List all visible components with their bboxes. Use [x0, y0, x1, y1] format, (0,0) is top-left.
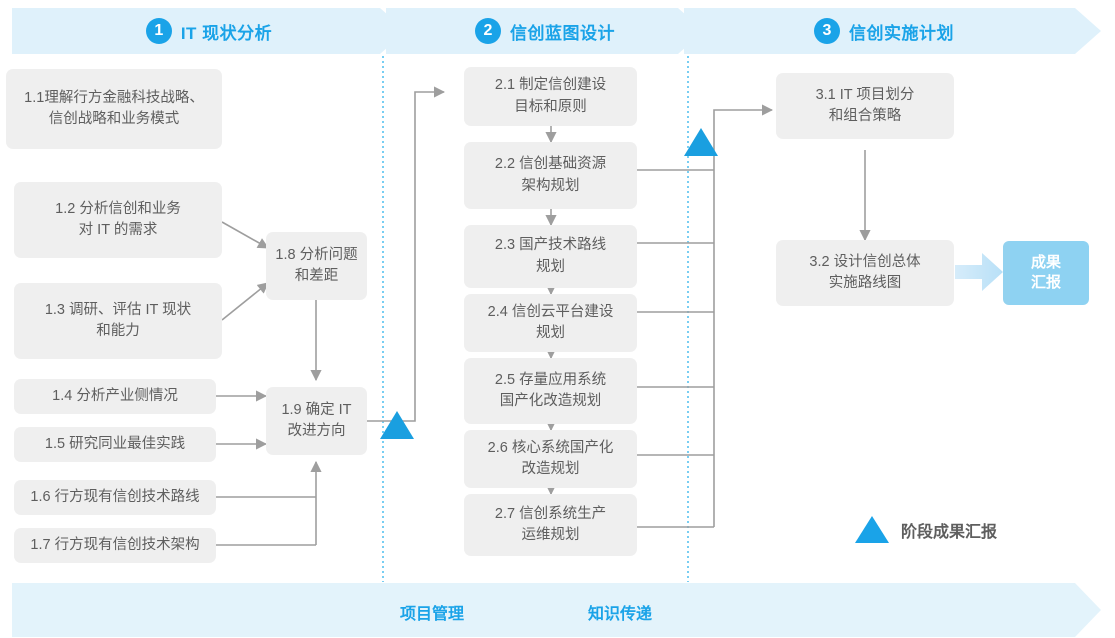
bottom-label-project-management[interactable]: 项目管理	[400, 606, 465, 623]
phase2-to-phase3-bus	[637, 104, 774, 528]
node-3-2[interactable]: 3.2 设计信创总体实施路线图	[776, 240, 954, 306]
node-2-3[interactable]: 2.3 国产技术路线规划	[464, 225, 637, 288]
bottom-band-shape	[12, 583, 1101, 637]
node-2-2[interactable]: 2.2 信创基础资源架构规划	[464, 142, 637, 209]
node-1-3[interactable]: 1.3 调研、评估 IT 现状和能力	[14, 283, 222, 359]
node-1-6[interactable]: 1.6 行方现有信创技术路线	[14, 480, 216, 515]
phase-title-3: 信创实施计划	[849, 23, 954, 43]
node-3-1[interactable]: 3.1 IT 项目划分和组合策略	[776, 73, 954, 139]
phase-header-3[interactable]: 3 信创实施计划	[684, 8, 1084, 54]
result-report-box[interactable]: 成果汇报	[1003, 241, 1089, 305]
node-1-8[interactable]: 1.8 分析问题和差距	[266, 232, 367, 300]
phase-band-shapes	[12, 8, 1101, 54]
phase1-connectors	[216, 86, 446, 546]
node-1-4[interactable]: 1.4 分析产业侧情况	[14, 379, 216, 414]
node-1-5[interactable]: 1.5 研究同业最佳实践	[14, 427, 216, 462]
phase-header-1[interactable]: 1 IT 现状分析	[12, 8, 406, 54]
phase-number-3: 3	[814, 18, 840, 44]
node-2-6[interactable]: 2.6 核心系统国产化改造规划	[464, 430, 637, 488]
result-arrow-icon	[955, 253, 1003, 291]
node-1-2[interactable]: 1.2 分析信创和业务对 IT 的需求	[14, 182, 222, 258]
bottom-label-knowledge-transfer[interactable]: 知识传递	[588, 606, 653, 623]
phase-header-2[interactable]: 2 信创蓝图设计	[386, 8, 704, 54]
node-2-7[interactable]: 2.7 信创系统生产运维规划	[464, 494, 637, 556]
node-2-1[interactable]: 2.1 制定信创建设目标和原则	[464, 67, 637, 126]
phase-number-1: 1	[145, 18, 172, 44]
node-2-4[interactable]: 2.4 信创云平台建设规划	[464, 294, 637, 352]
legend-label: 阶段成果汇报	[901, 523, 998, 541]
legend: 阶段成果汇报	[855, 516, 997, 543]
phase-number-2: 2	[475, 18, 501, 44]
node-2-5[interactable]: 2.5 存量应用系统国产化改造规划	[464, 358, 637, 424]
milestone-triangle-icon	[855, 516, 889, 543]
node-1-1[interactable]: 1.1理解行方金融科技战略、信创战略和业务模式	[6, 69, 222, 149]
node-1-7[interactable]: 1.7 行方现有信创技术架构	[14, 528, 216, 563]
phase-title-1: IT 现状分析	[180, 23, 273, 43]
milestone-triangle-phase1	[380, 411, 414, 439]
phase-title-2: 信创蓝图设计	[510, 23, 615, 43]
milestone-triangle-phase2	[684, 128, 718, 156]
